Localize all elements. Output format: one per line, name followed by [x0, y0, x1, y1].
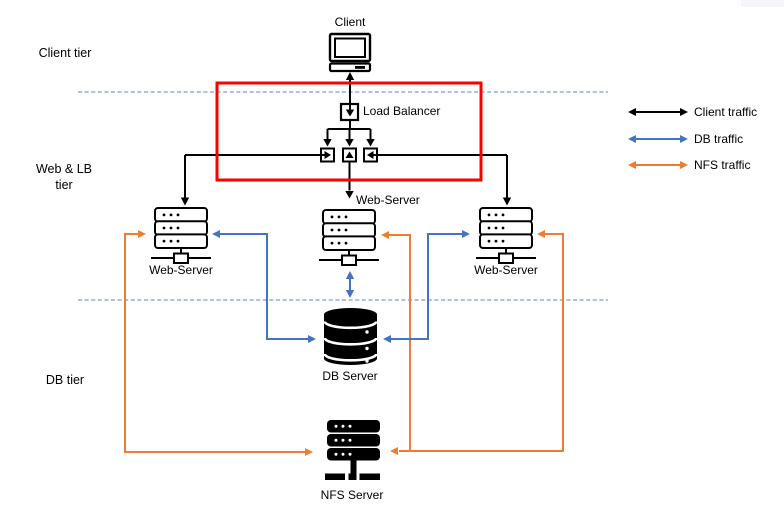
client-node-label: Client	[334, 15, 366, 29]
web-server-middle-icon	[318, 209, 380, 266]
client-tier-label: Client tier	[38, 46, 92, 60]
legend-nfs-traffic-arrow	[628, 161, 688, 169]
legend-client-traffic-label: Client traffic	[694, 105, 758, 119]
db-server-icon	[322, 306, 379, 367]
legend-db-traffic-label: DB traffic	[694, 132, 744, 146]
legend-nfs-traffic-label: NFS traffic	[694, 158, 751, 172]
db-tier-label: DB tier	[45, 373, 85, 387]
nfs-server-icon	[325, 420, 380, 480]
web-server-middle-label: Web-Server	[356, 193, 420, 207]
web-lb-tier-label-line1: Web & LB	[35, 162, 93, 176]
legend-db-traffic-arrow	[628, 135, 688, 143]
db-traffic-lines	[212, 230, 470, 343]
load-balancer-label: Load Balancer	[363, 104, 441, 118]
client-traffic-lines	[180, 72, 512, 206]
legend-client-traffic-arrow	[628, 108, 688, 116]
web-lb-tier-label-line2: tier	[55, 178, 73, 192]
web-server-left-label: Web-Server	[149, 263, 213, 277]
window-artifact-bar	[741, 0, 784, 7]
web-server-right-label: Web-Server	[474, 263, 538, 277]
highlight-box	[215, 81, 483, 182]
web-server-right-icon	[475, 207, 537, 264]
nfs-traffic-lines	[124, 230, 564, 456]
web-lb-tier-label: Web & LB tier	[24, 161, 104, 193]
db-server-label: DB Server	[322, 369, 378, 383]
tier-divider-lines	[78, 91, 608, 301]
web-server-left-icon	[150, 207, 212, 264]
nfs-server-label: NFS Server	[320, 488, 384, 502]
client-monitor-icon	[328, 32, 372, 73]
